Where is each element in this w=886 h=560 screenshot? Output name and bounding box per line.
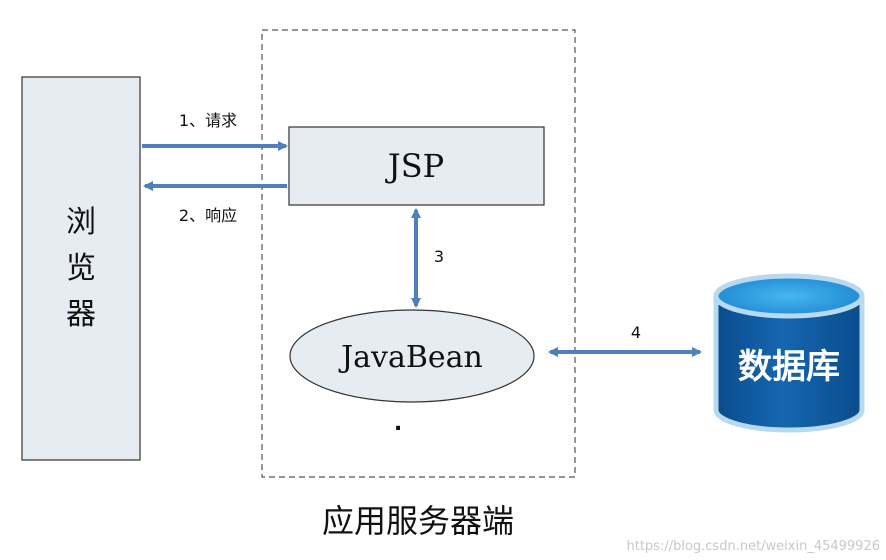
dot-mark: . (394, 411, 402, 436)
browser-box (21, 76, 141, 461)
database-label: 数据库 (738, 347, 840, 387)
app-server-container (261, 29, 576, 478)
jsp-box (288, 126, 545, 206)
javabean-database-label: 4 (631, 323, 641, 342)
database-cylinder (713, 273, 865, 433)
browser-label-2: 览 (66, 251, 96, 286)
javabean-ellipse (289, 309, 535, 403)
watermark-text: https://blog.csdn.net/weixin_45499926 (626, 539, 880, 554)
jsp-label: JSP (385, 147, 444, 185)
response-label: 2、响应 (179, 206, 237, 225)
browser-label-1: 浏 (66, 205, 96, 240)
app-server-label: 应用服务器端 (322, 502, 514, 540)
javabean-label: JavaBean (338, 340, 483, 375)
request-label: 1、请求 (179, 111, 237, 130)
browser-label-3: 器 (66, 297, 96, 332)
jsp-javabean-label: 3 (434, 247, 444, 266)
